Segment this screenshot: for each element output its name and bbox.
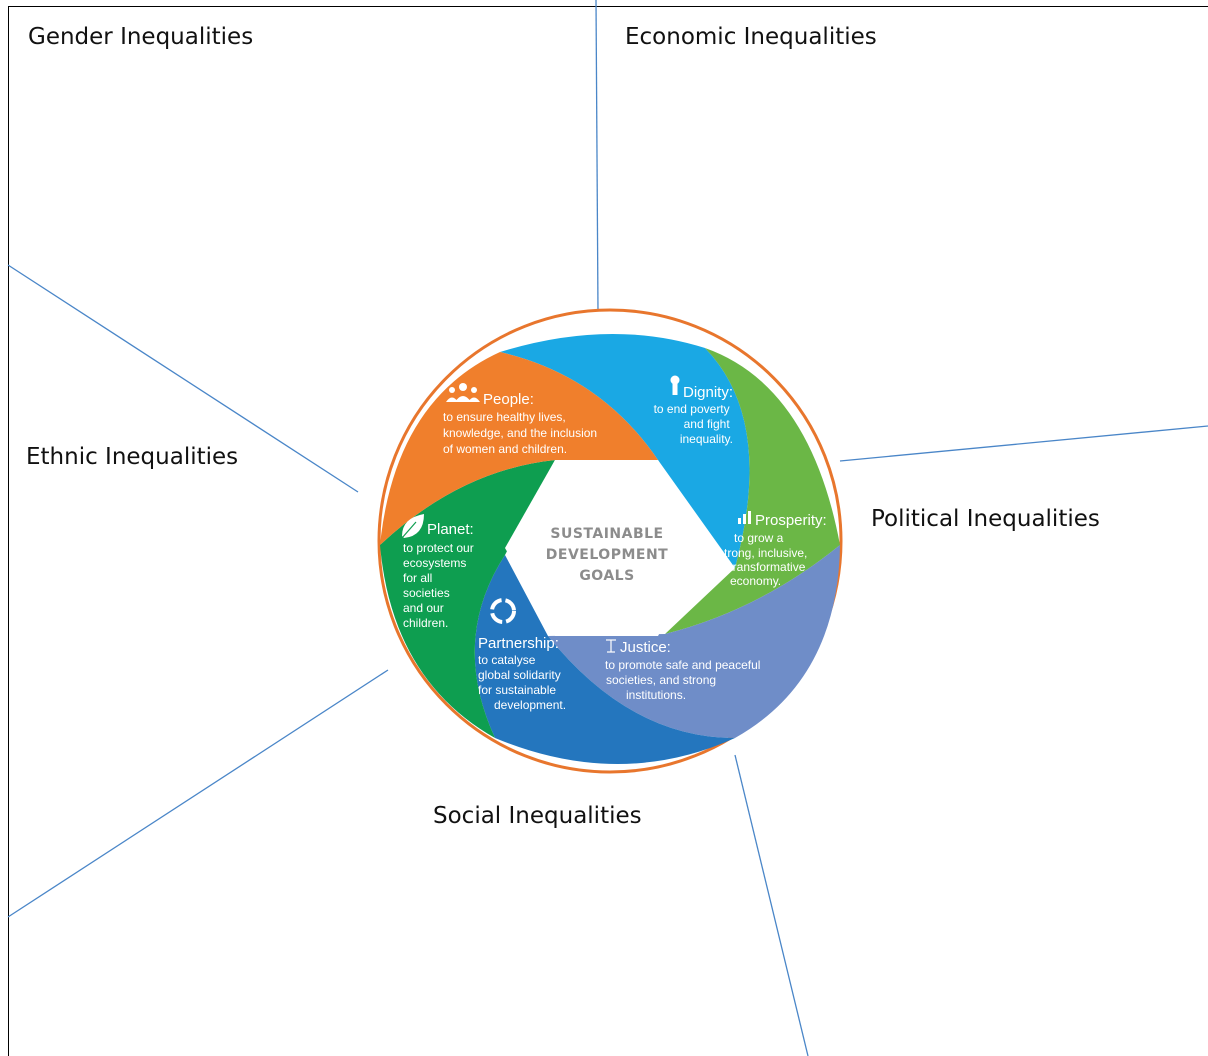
planet-line-2: ecosystems — [403, 556, 466, 570]
partnership-line-3: for sustainable — [478, 683, 556, 697]
prosperity-title: Prosperity: — [755, 512, 827, 529]
planet-line-1: to protect our — [403, 541, 474, 555]
justice-line-1: to promote safe and peaceful — [605, 658, 760, 672]
prosperity-line-1: to grow a — [734, 531, 784, 545]
label-social: Social Inequalities — [433, 803, 642, 829]
core-line-3: GOALS — [579, 568, 634, 584]
prosperity-line-2: strong, inclusive, — [718, 546, 807, 560]
planet-title: Planet: — [427, 521, 474, 538]
dignity-title: Dignity: — [683, 384, 733, 401]
justice-text: to promote safe and peaceful societies, … — [605, 658, 764, 702]
people-line-3: of women and children. — [443, 442, 567, 456]
partnership-title: Partnership: — [478, 635, 559, 652]
cycle-arrows-icon — [490, 598, 516, 624]
prosperity-text: to grow a strong, inclusive, & transform… — [718, 531, 811, 588]
keyhole-icon — [670, 375, 680, 395]
partnership-line-2: global solidarity — [478, 668, 561, 682]
justice-line-3: institutions. — [626, 688, 686, 702]
label-economic: Economic Inequalities — [625, 24, 877, 50]
segment-dignity — [500, 333, 750, 568]
label-political: Political Inequalities — [871, 506, 1100, 532]
dignity-line-3: inequality. — [680, 432, 733, 446]
dignity-line-2: and fight — [684, 417, 731, 431]
planet-line-3: for all — [403, 571, 432, 585]
dignity-line-1: to end poverty — [654, 402, 730, 416]
center-hexagon — [505, 460, 708, 636]
page-frame — [8, 6, 1208, 1056]
people-text: to ensure healthy lives, knowledge, and … — [443, 410, 600, 456]
label-ethnic: Ethnic Inequalities — [26, 444, 239, 470]
prosperity-line-3: & transformative — [718, 560, 806, 574]
people-title: People: — [483, 391, 534, 408]
planet-text: to protect our ecosystems for all societ… — [403, 541, 477, 630]
justice-title: Justice: — [620, 639, 671, 656]
segment-planet — [380, 460, 555, 738]
core-line-1: SUSTAINABLE — [550, 526, 663, 542]
segment-justice — [548, 545, 840, 738]
planet-line-4: societies — [403, 586, 450, 600]
core-line-2: DEVELOPMENT — [546, 547, 668, 563]
justice-line-2: societies, and strong — [606, 673, 716, 687]
partnership-line-4: development. — [494, 698, 566, 712]
connector-ethnic — [7, 669, 389, 918]
connector-political — [839, 425, 1208, 462]
dignity-text: to end poverty and fight inequality. — [654, 402, 733, 446]
bar-chart-icon — [738, 511, 751, 524]
prosperity-line-4: economy. — [730, 574, 781, 588]
connector-economic — [595, 0, 599, 313]
segment-prosperity — [665, 348, 840, 634]
leaf-icon — [401, 514, 424, 539]
people-icon — [446, 383, 480, 402]
people-line-2: knowledge, and the inclusion — [443, 426, 597, 440]
segment-partnership — [474, 555, 735, 764]
connector-lines — [7, 0, 1208, 1056]
planet-line-6: children. — [403, 616, 448, 630]
connector-social — [734, 754, 809, 1056]
partnership-text: to catalyse global solidarity for sustai… — [478, 653, 566, 712]
partnership-line-1: to catalyse — [478, 653, 536, 667]
scales-icon — [606, 639, 616, 653]
label-gender: Gender Inequalities — [28, 24, 254, 50]
planet-line-5: and our — [403, 601, 444, 615]
connector-gender — [7, 264, 359, 493]
people-line-1: to ensure healthy lives, — [443, 410, 566, 424]
